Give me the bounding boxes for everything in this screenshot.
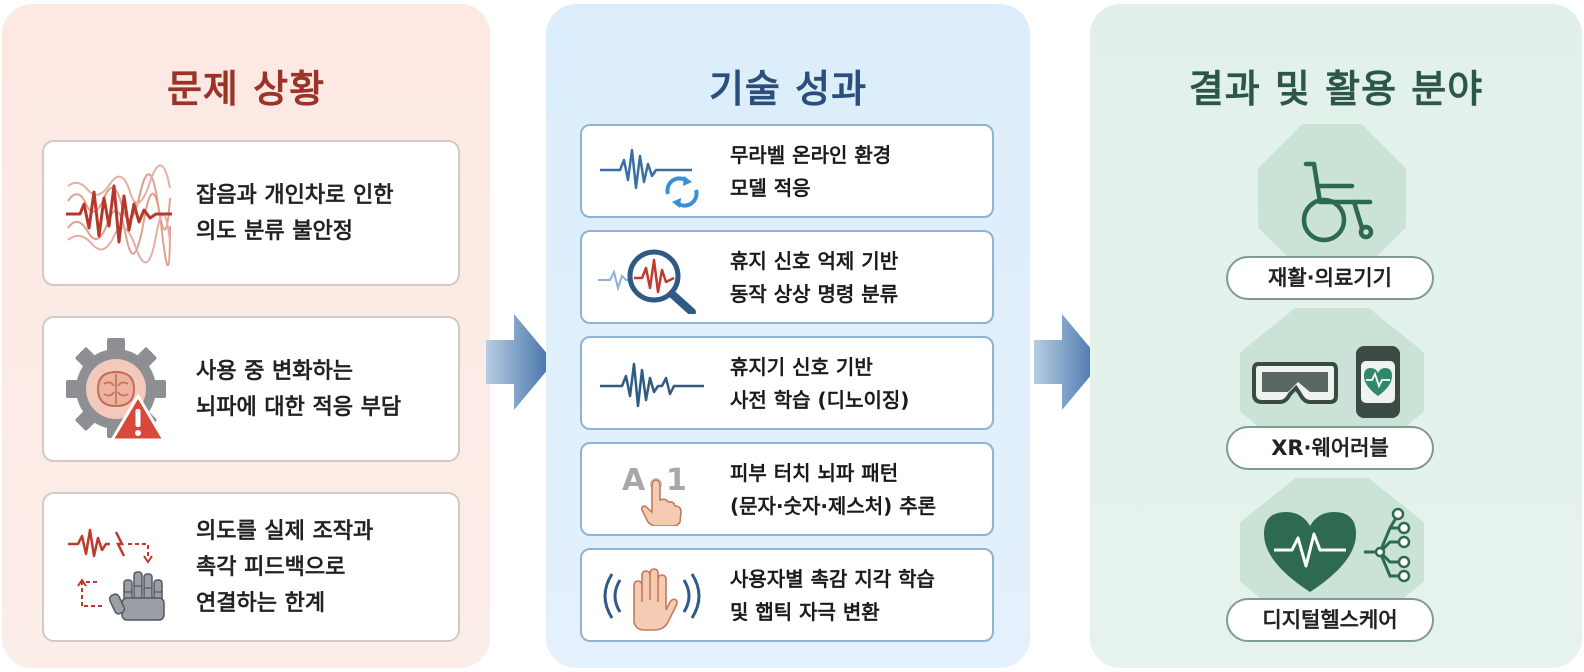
wave-refresh-icon (600, 148, 699, 208)
glyph-letter: A (622, 463, 646, 498)
result-label: 재활·의료기기 (1226, 256, 1434, 300)
text-line: 사용 중 변화하는 (196, 359, 353, 384)
result-label: XR·웨어러블 (1226, 426, 1434, 470)
text-line: 연결하는 한계 (196, 591, 326, 616)
tech-title: 기술 성과 (708, 67, 868, 111)
tech-card-text: 휴지 신호 억제 기반 동작 상상 명령 분류 (730, 245, 898, 311)
signal-wave-icon (600, 362, 704, 408)
heart-network-icon (1264, 507, 1411, 592)
text-line: 촉각 피드백으로 (196, 555, 346, 580)
vr-headset-smartwatch-icon (1252, 346, 1400, 418)
problem-title: 문제 상황 (166, 67, 326, 111)
magnifier-wave-icon (598, 249, 696, 314)
noisy-waves-icon (66, 164, 172, 266)
text-line: 피부 터치 뇌파 패턴 (730, 461, 899, 485)
result-label: 디지털헬스케어 (1226, 598, 1434, 642)
text-line: 사용자별 촉감 지각 학습 (730, 567, 935, 591)
text-line: 휴지 신호 억제 기반 (730, 249, 899, 273)
haptic-hand-icon (603, 568, 701, 631)
wheelchair-icon (1301, 161, 1374, 243)
tech-card-rest-suppression: 휴지 신호 억제 기반 동작 상상 명령 분류 (580, 230, 994, 324)
text-line: 무라벨 온라인 환경 (730, 143, 892, 167)
text-line: 의도를 실제 조작과 (196, 519, 374, 544)
text-line: 사전 학습 (디노이징) (730, 388, 910, 412)
tech-card-haptic: 사용자별 촉감 지각 학습 및 햅틱 자극 변환 (580, 548, 994, 642)
tech-card-text: 사용자별 촉감 지각 학습 및 햅틱 자극 변환 (730, 563, 935, 629)
result-icon-badge (1258, 124, 1406, 272)
arrow-right-icon (1034, 314, 1102, 410)
tech-card-pretraining: 휴지기 신호 기반 사전 학습 (디노이징) (580, 336, 994, 430)
problem-card-text: 의도를 실제 조작과 촉각 피드백으로 연결하는 한계 (196, 514, 373, 622)
touch-letters-icon: A 1 (622, 463, 687, 526)
gear-brain-warning-icon (66, 338, 166, 442)
text-line: 휴지기 신호 기반 (730, 355, 873, 379)
text-line: 모델 적응 (730, 176, 811, 200)
problem-card-adaptation: 사용 중 변화하는 뇌파에 대한 적응 부담 (42, 316, 460, 462)
result-panel: 결과 및 활용 분야 재활·의료기기 XR·웨어러블 (1090, 4, 1582, 668)
problem-card-feedback: 의도를 실제 조작과 촉각 피드백으로 연결하는 한계 (42, 492, 460, 642)
tech-card-text: 휴지기 신호 기반 사전 학습 (디노이징) (730, 351, 909, 417)
glyph-number: 1 (666, 463, 687, 498)
tech-card-touch-inference: A 1 피부 터치 뇌파 패턴 (문자·숫자·제스처) 추론 (580, 442, 994, 536)
problem-card-text: 사용 중 변화하는 뇌파에 대한 적응 부담 (196, 354, 401, 426)
text-line: 뇌파에 대한 적응 부담 (196, 395, 402, 420)
problem-panel: 문제 상황 잡음과 개인차로 인한 의도 분류 불안정 (2, 4, 490, 668)
text-line: (문자·숫자·제스처) 추론 (730, 494, 937, 518)
problem-card-noise: 잡음과 개인차로 인한 의도 분류 불안정 (42, 140, 460, 286)
result-title: 결과 및 활용 분야 (1188, 67, 1484, 111)
tech-card-text: 무라벨 온라인 환경 모델 적응 (730, 139, 891, 205)
text-line: 동작 상상 명령 분류 (730, 282, 899, 306)
signal-robot-hand-icon (68, 528, 165, 621)
tech-panel: 기술 성과 무라벨 온라인 환경 모델 적응 휴지 신호 억제 기반 동작 상상… (546, 4, 1030, 668)
text-line: 의도 분류 불안정 (196, 219, 353, 244)
text-line: 및 햅틱 자극 변환 (730, 600, 880, 624)
text-line: 잡음과 개인차로 인한 (196, 183, 394, 208)
tech-card-text: 피부 터치 뇌파 패턴 (문자·숫자·제스처) 추론 (730, 457, 936, 523)
arrow-right-icon (486, 314, 554, 410)
tech-card-online-adaptation: 무라벨 온라인 환경 모델 적응 (580, 124, 994, 218)
problem-card-text: 잡음과 개인차로 인한 의도 분류 불안정 (196, 178, 393, 250)
